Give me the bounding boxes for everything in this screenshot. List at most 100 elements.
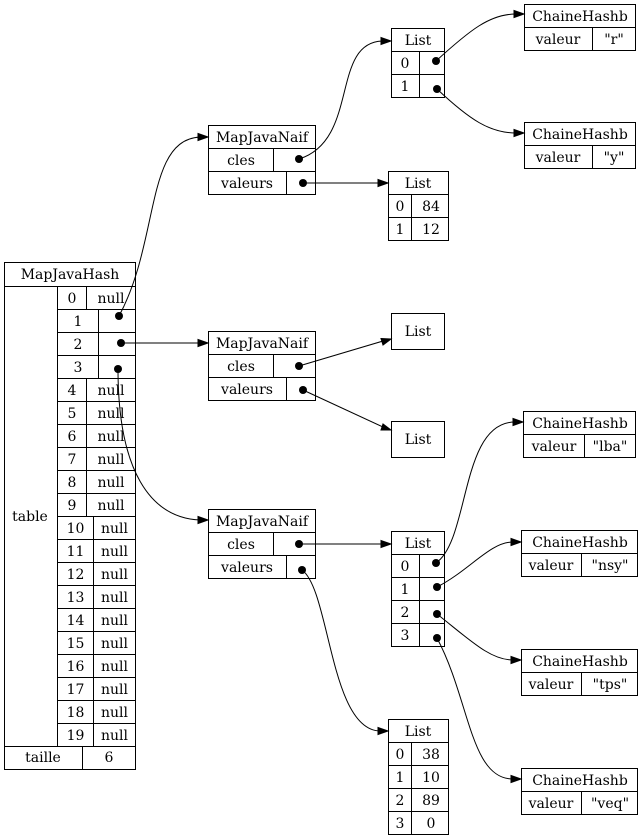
slot-null-value: null	[101, 728, 129, 744]
list-keys-3-index: 3	[401, 628, 410, 644]
arrowhead	[510, 774, 523, 784]
edge-slot3-to-naif3	[117, 368, 201, 521]
slot-index: 18	[67, 705, 85, 721]
chaine-field: valeur	[528, 796, 574, 812]
list-values-3: List 0 38 1 10 2 89 3 0	[388, 719, 449, 835]
edge-list3-veq	[436, 637, 514, 780]
chaine-value: "tps"	[593, 677, 628, 693]
map-naif-2-title: MapJavaNaif	[216, 336, 310, 352]
map-hash-size-value: 6	[105, 750, 114, 766]
map-naif-1-title: MapJavaNaif	[216, 130, 310, 146]
map-hash-size-label: taille	[25, 750, 61, 766]
slot-index: 4	[68, 383, 77, 399]
chaine-value: "r"	[604, 32, 624, 48]
pointer-dot	[117, 339, 125, 347]
slot-null-value: null	[101, 521, 129, 537]
chaine-value: "veq"	[591, 796, 629, 812]
pointer-dot	[299, 386, 307, 394]
slot-index: 12	[67, 567, 85, 583]
list-keys-1-index: 0	[401, 56, 410, 72]
chaine-hashb-y: ChaineHashb valeur "y"	[524, 122, 636, 169]
edge-list3-tps	[436, 613, 514, 661]
pointer-dots	[114, 57, 441, 642]
arrowhead	[197, 338, 210, 348]
slot-index: 16	[67, 659, 85, 675]
chaine-title: ChaineHashb	[532, 416, 628, 432]
chaine-title: ChaineHashb	[532, 773, 628, 789]
slot-null-value: null	[98, 452, 126, 468]
chaine-field: valeur	[528, 558, 574, 574]
map-java-naif-3: MapJavaNaif cles valeurs	[208, 509, 316, 579]
slot-index: 7	[68, 452, 77, 468]
arrowhead	[197, 132, 210, 142]
slot-null-value: null	[101, 636, 129, 652]
edge-list1-y	[436, 88, 517, 134]
chaine-value: "lba"	[593, 439, 628, 455]
chaine-title: ChaineHashb	[532, 9, 628, 25]
slot-index: 5	[68, 406, 77, 422]
list-keys-3-index: 0	[401, 559, 410, 575]
pointer-dot	[295, 155, 303, 163]
chaine-title: ChaineHashb	[532, 127, 628, 143]
chaine-field: valeur	[535, 32, 581, 48]
list-values-3-index: 3	[396, 816, 405, 832]
arrowhead	[513, 9, 526, 19]
pointer-dot	[299, 179, 307, 187]
slot-null-value: null	[98, 498, 126, 514]
chaine-field: valeur	[531, 439, 577, 455]
list-keys-3-index: 1	[401, 582, 410, 598]
slot-null-value: null	[98, 429, 126, 445]
list-values-3-index: 2	[396, 793, 405, 809]
edges	[117, 9, 526, 784]
slot-null-value: null	[101, 705, 129, 721]
arrowhead	[377, 726, 390, 736]
map-hash-title: MapJavaHash	[21, 267, 120, 283]
list-values-3-index: 1	[396, 770, 405, 786]
slot-null-value: null	[101, 613, 129, 629]
edge-naif3-values	[301, 569, 381, 732]
map-naif-1-keys-label: cles	[227, 153, 255, 169]
arrowhead	[197, 515, 210, 525]
map-naif-3-keys-label: cles	[227, 537, 255, 553]
chaine-title: ChaineHashb	[532, 535, 628, 551]
chaine-hashb-r: ChaineHashb valeur "r"	[524, 4, 636, 51]
chaine-title: ChaineHashb	[532, 654, 628, 670]
map-naif-3-values-label: valeurs	[220, 560, 273, 576]
arrowhead	[380, 539, 393, 549]
map-naif-2-values-label: valeurs	[220, 382, 273, 398]
pointer-dot	[432, 57, 440, 65]
map-java-naif-1: MapJavaNaif cles valeurs	[208, 125, 316, 195]
slot-index: 1	[74, 314, 83, 330]
chaine-hashb-veq: ChaineHashb valeur "veq"	[521, 768, 638, 815]
pointer-dot	[295, 362, 303, 370]
slot-null-value: null	[98, 291, 126, 307]
list-values-1-title: List	[405, 176, 432, 192]
slot-index: 15	[67, 636, 85, 652]
chaine-hashb-nsy: ChaineHashb valeur "nsy"	[521, 530, 638, 577]
list-values-1-index: 1	[396, 222, 405, 238]
slot-index: 6	[68, 429, 77, 445]
edge-list3-nsy	[436, 541, 514, 588]
chaine-field: valeur	[528, 677, 574, 693]
list-values-1-index: 0	[396, 199, 405, 215]
arrowhead	[510, 537, 523, 547]
list-keys-2-title: List	[405, 324, 432, 340]
slot-null-value: null	[101, 544, 129, 560]
slot-null-value: null	[101, 567, 129, 583]
slot-index: 17	[67, 682, 85, 698]
pointer-dot	[433, 610, 441, 618]
list-values-1: List 0 84 1 12	[388, 171, 449, 241]
pointer-dot	[433, 634, 441, 642]
pointer-dot	[115, 312, 123, 320]
edge-slot1-to-naif1	[118, 136, 201, 317]
slot-index: 13	[67, 590, 85, 606]
chaine-hashb-tps: ChaineHashb valeur "tps"	[521, 649, 638, 696]
chaine-hashb-lba: ChaineHashb valeur "lba"	[523, 411, 636, 458]
arrowhead	[380, 423, 393, 431]
arrowhead	[512, 417, 525, 427]
list-keys-1-index: 1	[401, 79, 410, 95]
map-hash-table-label: table	[12, 509, 48, 525]
arrowhead	[380, 337, 393, 346]
